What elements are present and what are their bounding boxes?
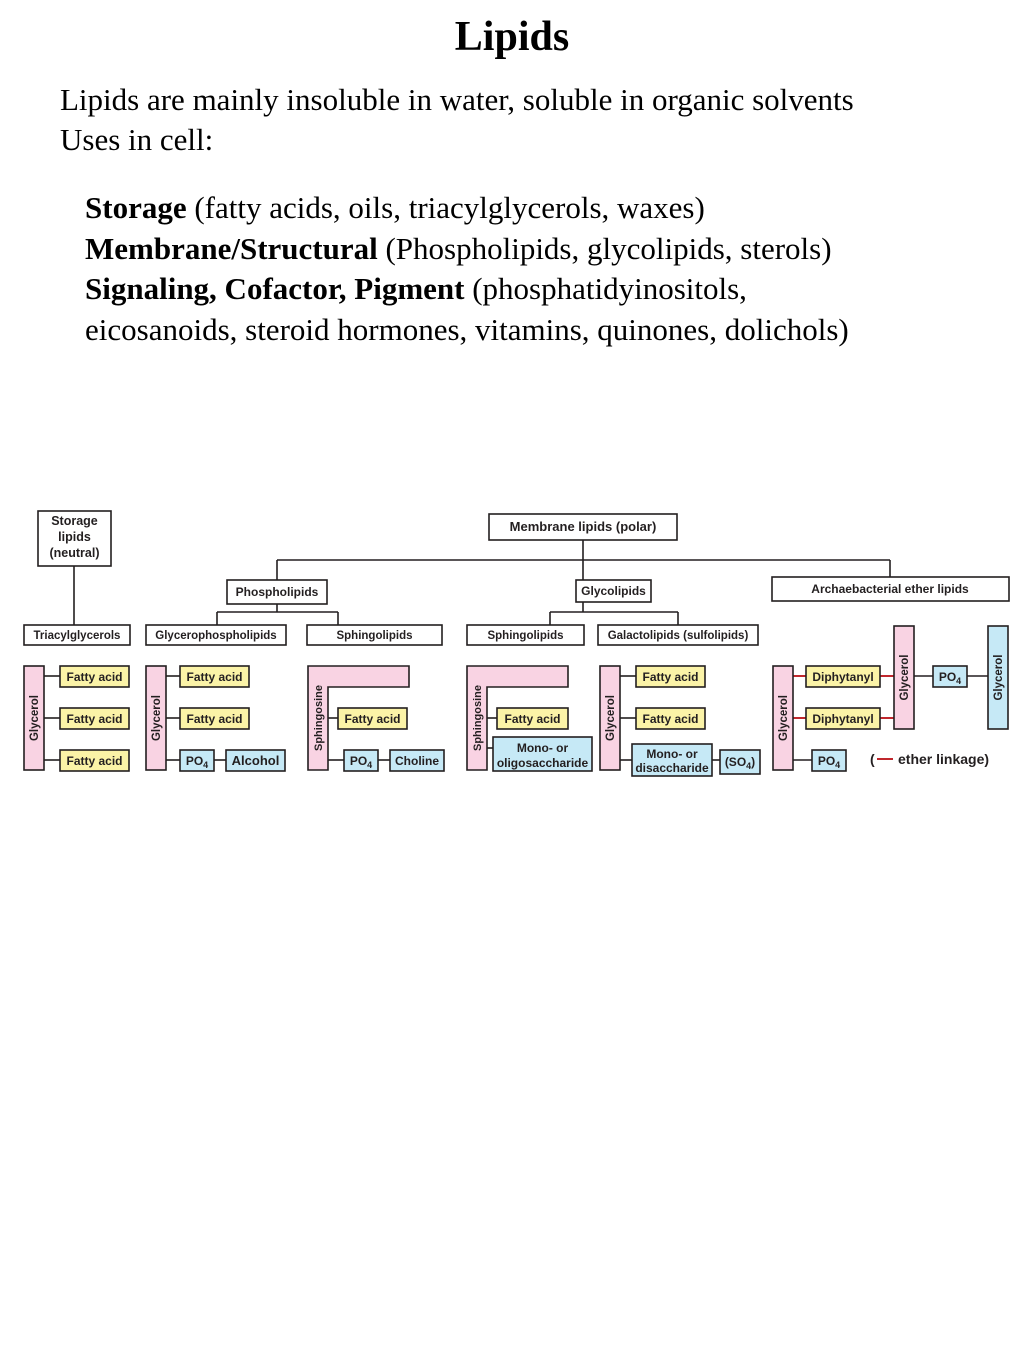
so4-label: (SO4) [725, 755, 755, 771]
po4-label: PO4 [186, 754, 208, 770]
membrane-lipids-node: Membrane lipids (polar) [488, 513, 678, 541]
diphytanyl-label: Diphytanyl [812, 712, 873, 726]
glycerol-label: Glycerol [151, 695, 163, 741]
use-storage-heading: Storage [85, 190, 187, 225]
choline-label: Choline [395, 754, 439, 768]
sphingosine-label: Sphingosine [472, 685, 484, 751]
mono-disaccharide-label-line2: disaccharide [635, 761, 709, 775]
po4-label: PO4 [350, 754, 372, 770]
glycerol-label: Glycerol [899, 654, 911, 700]
phospholipids-label: Phospholipids [236, 585, 319, 599]
ether-linkages [793, 675, 894, 760]
phospholipids-node: Phospholipids [226, 579, 328, 605]
archaebacterial-node: Archaebacterial ether lipids [771, 576, 1010, 602]
ether-linkage-legend: ( ether linkage) [870, 751, 989, 767]
glycerol-label: Glycerol [778, 695, 790, 741]
archaebacterial-lipid-structure: Glycerol Diphytanyl Diphytanyl Glycerol … [772, 625, 1009, 772]
use-signaling-continued: eicosanoids, steroid hormones, vitamins,… [85, 310, 1005, 351]
sphingolipids-node-2: Sphingolipids [466, 624, 585, 646]
glycolipids-label: Glycolipids [581, 584, 646, 598]
po4-label: PO4 [939, 670, 961, 686]
ether-legend-paren: ( [870, 751, 875, 767]
use-membrane-examples: (Phospholipids, glycolipids, sterols) [377, 230, 832, 266]
fatty-acid-label: Fatty acid [642, 712, 698, 726]
galactolipid-structure: Glycerol Fatty acid Fatty acid Mono- or … [599, 665, 761, 777]
use-signaling-examples-continued: eicosanoids, steroid hormones, vitamins,… [85, 311, 849, 347]
use-signaling-examples: (phosphatidyinositols, [464, 271, 747, 306]
use-membrane: Membrane/Structural (Phospholipids, glyc… [85, 229, 1005, 270]
fatty-acid-label: Fatty acid [642, 670, 698, 684]
glycolipids-node: Glycolipids [575, 579, 652, 603]
tree-connectors [44, 540, 988, 761]
intro-line-solubility: Lipids are mainly insoluble in water, so… [60, 82, 854, 117]
storage-lipids-node: Storage lipids (neutral) [37, 510, 112, 567]
glycerophospholipids-node: Glycerophospholipids [145, 624, 287, 646]
storage-lipids-label-line1: Storage [51, 514, 98, 528]
use-storage: Storage (fatty acids, oils, triacylglyce… [85, 188, 1005, 229]
galactolipids-label: Galactolipids (sulfolipids) [608, 630, 749, 642]
po4-label: PO4 [818, 754, 840, 770]
intro-line-uses: Uses in cell: [60, 122, 214, 157]
lipid-classification-diagram: Storage lipids (neutral) Membrane lipids… [23, 510, 1010, 777]
mono-disaccharide-label-line1: Mono- or [646, 747, 698, 761]
use-storage-examples: (fatty acids, oils, triacylglycerols, wa… [186, 190, 705, 225]
fatty-acid-label: Fatty acid [66, 754, 122, 768]
triacylglycerols-label: Triacylglycerols [34, 630, 121, 642]
glycerophospholipids-label: Glycerophospholipids [155, 630, 276, 642]
sphingolipids-node-1: Sphingolipids [306, 624, 443, 646]
use-signaling: Signaling, Cofactor, Pigment (phosphatid… [85, 269, 1005, 310]
sphingosine-label: Sphingosine [313, 685, 325, 751]
mono-oligosaccharide-label-line1: Mono- or [517, 741, 569, 755]
triacylglycerol-structure: Glycerol Fatty acid Fatty acid Fatty aci… [23, 665, 130, 772]
galactolipids-node: Galactolipids (sulfolipids) [597, 624, 759, 646]
archaebacterial-label: Archaebacterial ether lipids [811, 582, 969, 596]
ether-linkage-label: ether linkage) [898, 751, 989, 767]
fatty-acid-label: Fatty acid [186, 670, 242, 684]
storage-lipids-label-line3: (neutral) [50, 546, 100, 560]
fatty-acid-label: Fatty acid [186, 712, 242, 726]
glycerophospholipid-structure: Glycerol Fatty acid Fatty acid PO4 Alcoh… [145, 665, 286, 772]
alcohol-label: Alcohol [232, 753, 280, 768]
intro-text: Lipids are mainly insoluble in water, so… [60, 80, 854, 160]
storage-lipids-label-line2: lipids [58, 530, 91, 544]
sphingolipids-label-1: Sphingolipids [336, 630, 412, 642]
page-title: Lipids [454, 14, 570, 60]
uses-list: Storage (fatty acids, oils, triacylglyce… [85, 188, 1005, 350]
fatty-acid-label: Fatty acid [504, 712, 560, 726]
sphingolipids-label-2: Sphingolipids [487, 630, 563, 642]
fatty-acid-label: Fatty acid [344, 712, 400, 726]
glycerol-label: Glycerol [605, 695, 617, 741]
diphytanyl-label: Diphytanyl [812, 670, 873, 684]
glycerol-label: Glycerol [993, 654, 1005, 700]
fatty-acid-label: Fatty acid [66, 670, 122, 684]
triacylglycerols-node: Triacylglycerols [23, 624, 131, 646]
use-signaling-heading: Signaling, Cofactor, Pigment [85, 271, 465, 306]
sphingomyelin-structure: Sphingosine Fatty acid PO4 Choline [307, 665, 445, 772]
use-membrane-heading: Membrane/Structural [85, 230, 378, 266]
membrane-lipids-label: Membrane lipids (polar) [510, 519, 657, 534]
glycerol-label: Glycerol [29, 695, 41, 741]
fatty-acid-label: Fatty acid [66, 712, 122, 726]
mono-oligosaccharide-label-line2: oligosaccharide [497, 756, 589, 770]
glycosphingolipid-structure: Sphingosine Fatty acid Mono- or oligosac… [466, 665, 593, 772]
